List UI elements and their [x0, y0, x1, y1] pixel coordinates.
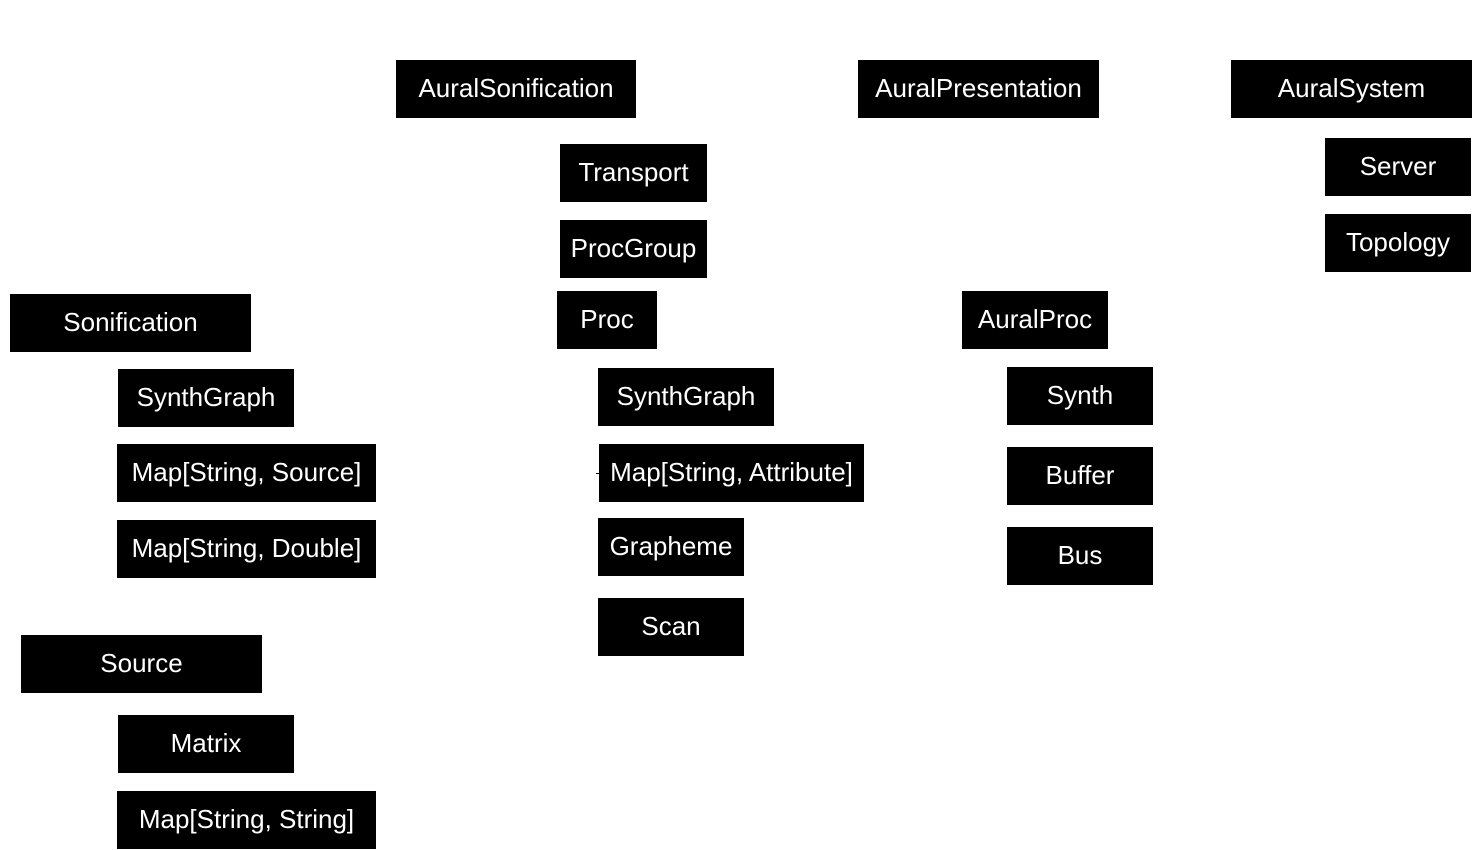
node-proc: Proc — [557, 291, 657, 349]
node-grapheme: Grapheme — [598, 518, 744, 576]
node-sonification-synthgraph: SynthGraph — [118, 369, 294, 427]
node-map-string-double: Map[String, Double] — [117, 520, 376, 578]
node-map-string-string: Map[String, String] — [117, 791, 376, 849]
node-map-string-source: Map[String, Source] — [117, 444, 376, 502]
node-bus: Bus — [1007, 527, 1153, 585]
node-proc-synthgraph: SynthGraph — [598, 368, 774, 426]
node-procgroup: ProcGroup — [560, 220, 707, 278]
node-transport: Transport — [560, 144, 707, 202]
node-matrix: Matrix — [118, 715, 294, 773]
node-aural-presentation: AuralPresentation — [858, 60, 1099, 118]
connector-tick — [596, 473, 600, 474]
node-synth: Synth — [1007, 367, 1153, 425]
node-topology: Topology — [1325, 214, 1471, 272]
node-buffer: Buffer — [1007, 447, 1153, 505]
node-source: Source — [21, 635, 262, 693]
node-aural-sonification: AuralSonification — [396, 60, 636, 118]
node-scan: Scan — [598, 598, 744, 656]
node-aural-system: AuralSystem — [1231, 60, 1472, 118]
node-server: Server — [1325, 138, 1471, 196]
node-auralproc: AuralProc — [962, 291, 1108, 349]
node-sonification: Sonification — [10, 294, 251, 352]
node-map-string-attribute: Map[String, Attribute] — [599, 444, 864, 502]
